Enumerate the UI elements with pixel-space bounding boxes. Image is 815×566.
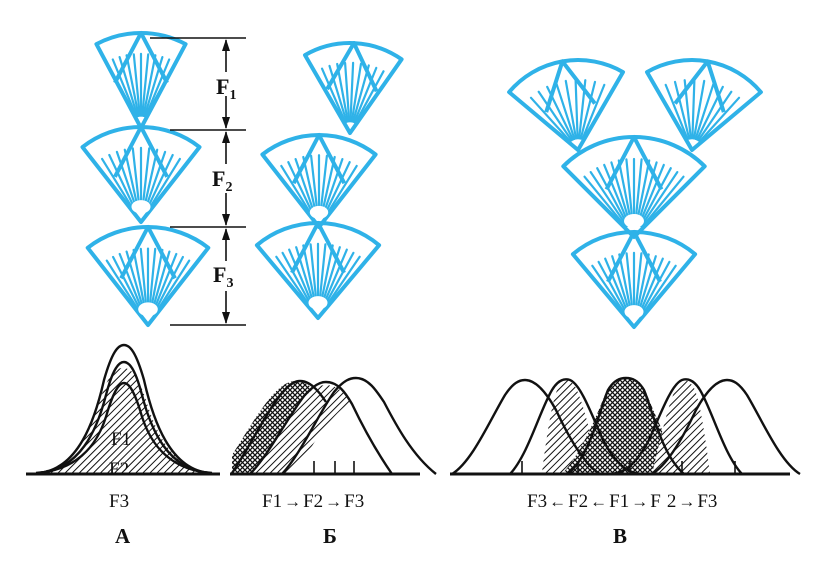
arrow-right-icon: → [678,492,696,511]
panel-c-formula-f1: F1 [609,491,630,512]
dimension-arrow-icon [222,312,230,324]
panel-c-formula-2-right: 2 [666,491,677,512]
panel-a-curves [26,343,220,476]
dimension-arrow-icon [222,131,230,143]
fan-sector-icon [507,58,625,152]
panel-a-curve-label-f2: F2 [109,459,130,480]
dimension-label-f3-sub: 3 [226,276,234,291]
panel-c-formula-f3-right: F3 [697,491,718,512]
panel-b-formula-f3: F3 [344,491,365,512]
curve-c-outer-right [651,378,801,476]
panel-b-formula-f2: F2 [303,491,324,512]
fan-sector-icon [80,124,202,224]
curve-f2 [37,360,211,475]
dimension-arrow-icon [222,214,230,226]
panel-a-curve-label-f3: F3 [109,491,130,512]
fan-sectors-group [80,30,763,329]
curve-c-center [567,376,685,475]
curve-b-f2 [249,380,393,475]
panel-c-formula-f-right: F [650,491,661,512]
dimension-scale-group [150,37,246,326]
panel-c-formula-f3-left: F3 [527,491,548,512]
dimension-arrow-icon [222,228,230,240]
fan-sector-icon [254,221,382,320]
dimension-label-f1-main: F [216,74,230,99]
arrow-right-icon: → [325,492,343,511]
arrow-right-icon: → [284,492,302,511]
curve-f3 [35,381,213,475]
fan-sector-icon [570,230,698,329]
panel-c-label: В [613,524,628,548]
dimension-label-f2-main: F [212,166,226,191]
panel-a-hatched-area [32,368,214,473]
panel-b-crosshatch-area [232,381,318,474]
panel-b-formula: F1→F2→F3 [262,492,364,511]
curve-c-outer-left [451,378,601,476]
curve-c-right [611,378,743,476]
fan-sector-icon [85,225,211,327]
fan-sector-icon [94,30,188,130]
arrow-right-icon: → [631,492,649,511]
dimension-label-f1-sub: 1 [229,88,237,103]
dimension-label-f1: F1 [216,76,236,103]
panel-b-label: Б [323,524,337,548]
panel-b-formula-f1: F1 [262,491,283,512]
arrow-left-icon: ← [590,492,608,511]
dimension-label-f2-sub: 2 [225,180,233,195]
fan-sector-icon [303,41,404,135]
dimension-label-f2: F2 [212,168,232,195]
fan-sector-icon [645,58,763,152]
curve-f1 [37,343,211,475]
dimension-label-f3: F3 [213,264,233,291]
dimension-arrow-icon [222,39,230,51]
fan-sector-icon [561,135,707,239]
fan-sector-icon [260,133,378,229]
dimension-arrow-icon [222,117,230,129]
arrow-left-icon: ← [549,492,567,511]
curve-b-f1 [231,379,327,474]
panel-c-curves [450,376,801,476]
panel-a-curve-label-f1: F1 [111,429,132,450]
panel-a-label: А [115,524,131,548]
panel-b-curves [230,376,437,476]
dimension-label-f3-main: F [213,262,227,287]
curve-b-f3 [281,376,437,475]
curve-c-left [509,378,641,476]
panel-c-formula-f2-left: F2 [568,491,589,512]
